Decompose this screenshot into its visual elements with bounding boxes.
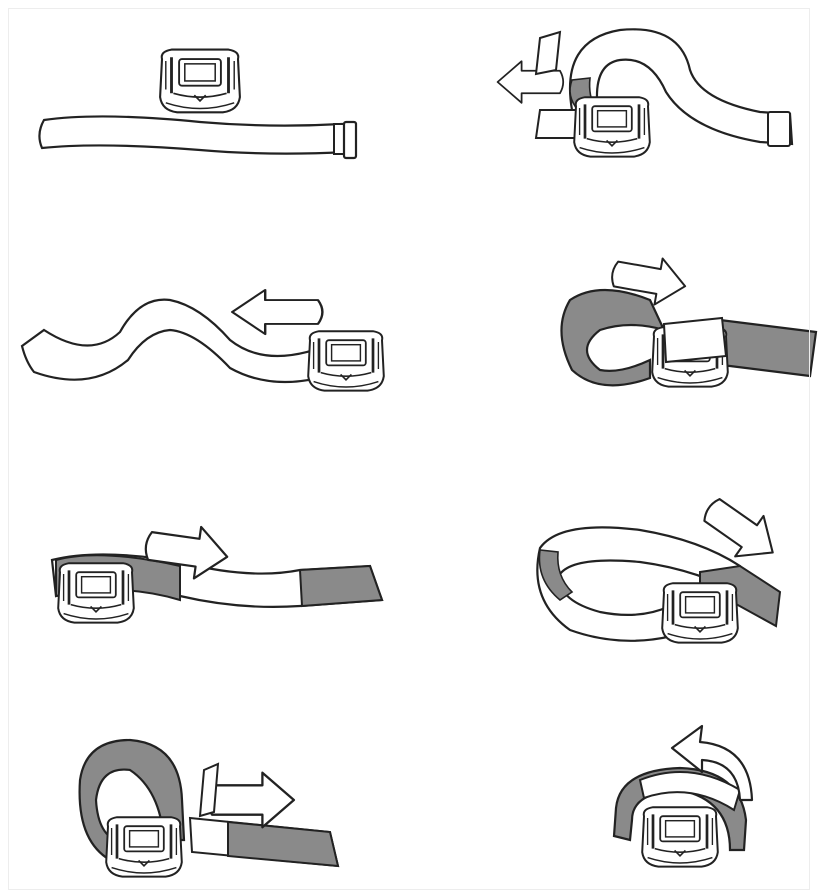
- diagram-frame: [8, 8, 810, 890]
